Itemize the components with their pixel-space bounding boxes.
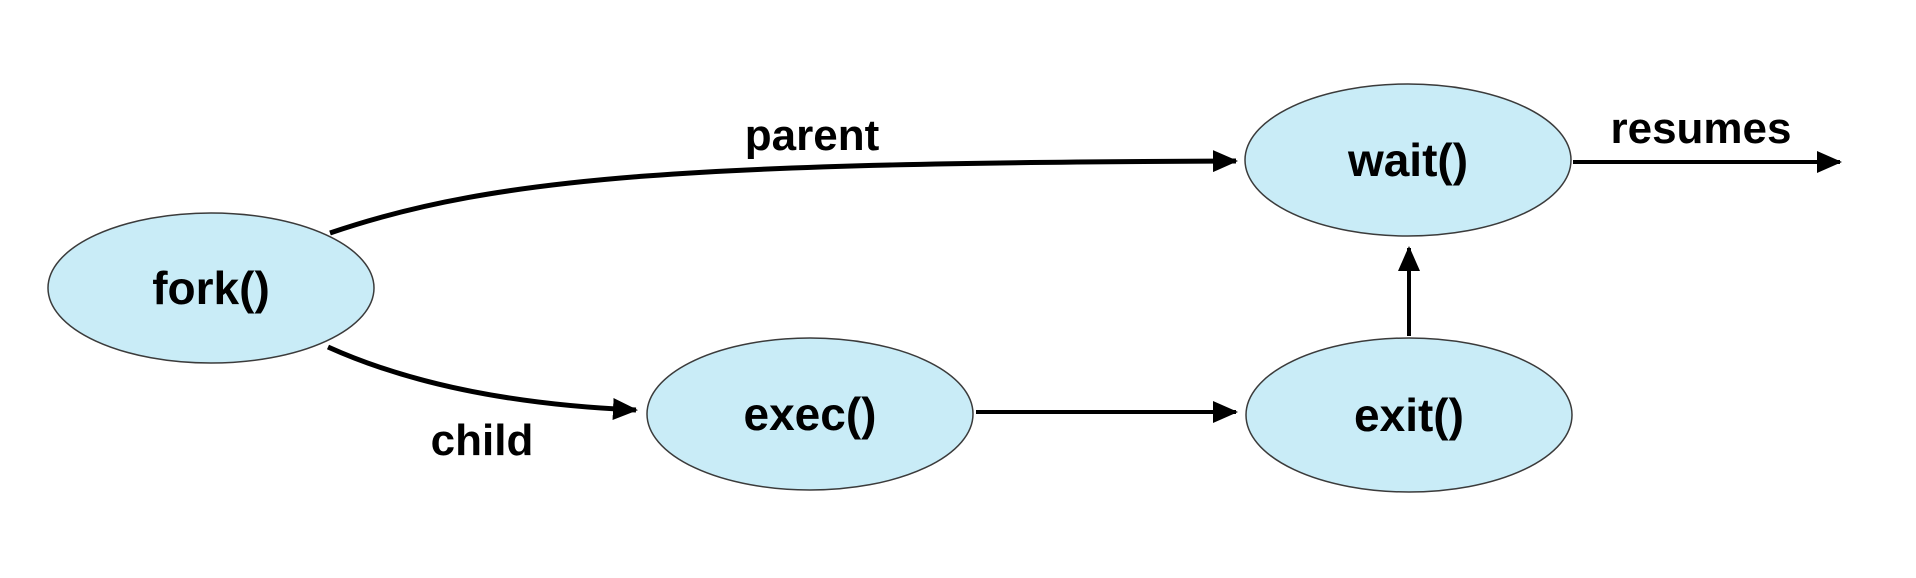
node-fork: fork() xyxy=(47,212,375,364)
node-exit: exit() xyxy=(1245,337,1573,493)
node-fork-ellipse xyxy=(47,212,375,364)
node-wait-ellipse xyxy=(1244,83,1572,237)
node-fork-label: fork() xyxy=(152,262,270,314)
edge-label-parent: parent xyxy=(745,111,880,160)
edge-label-child: child xyxy=(431,416,534,465)
node-exit-label: exit() xyxy=(1354,389,1464,441)
edge-label-resumes: resumes xyxy=(1610,104,1791,153)
node-exec-ellipse xyxy=(646,337,974,491)
node-exec: exec() xyxy=(646,337,974,491)
node-wait-label: wait() xyxy=(1347,134,1468,186)
edge-fork-to-exec-child xyxy=(326,344,638,420)
node-wait: wait() xyxy=(1244,83,1572,237)
edge-fork-to-wait-parent xyxy=(329,150,1238,236)
node-exit-ellipse xyxy=(1245,337,1573,493)
node-exec-label: exec() xyxy=(744,388,877,440)
